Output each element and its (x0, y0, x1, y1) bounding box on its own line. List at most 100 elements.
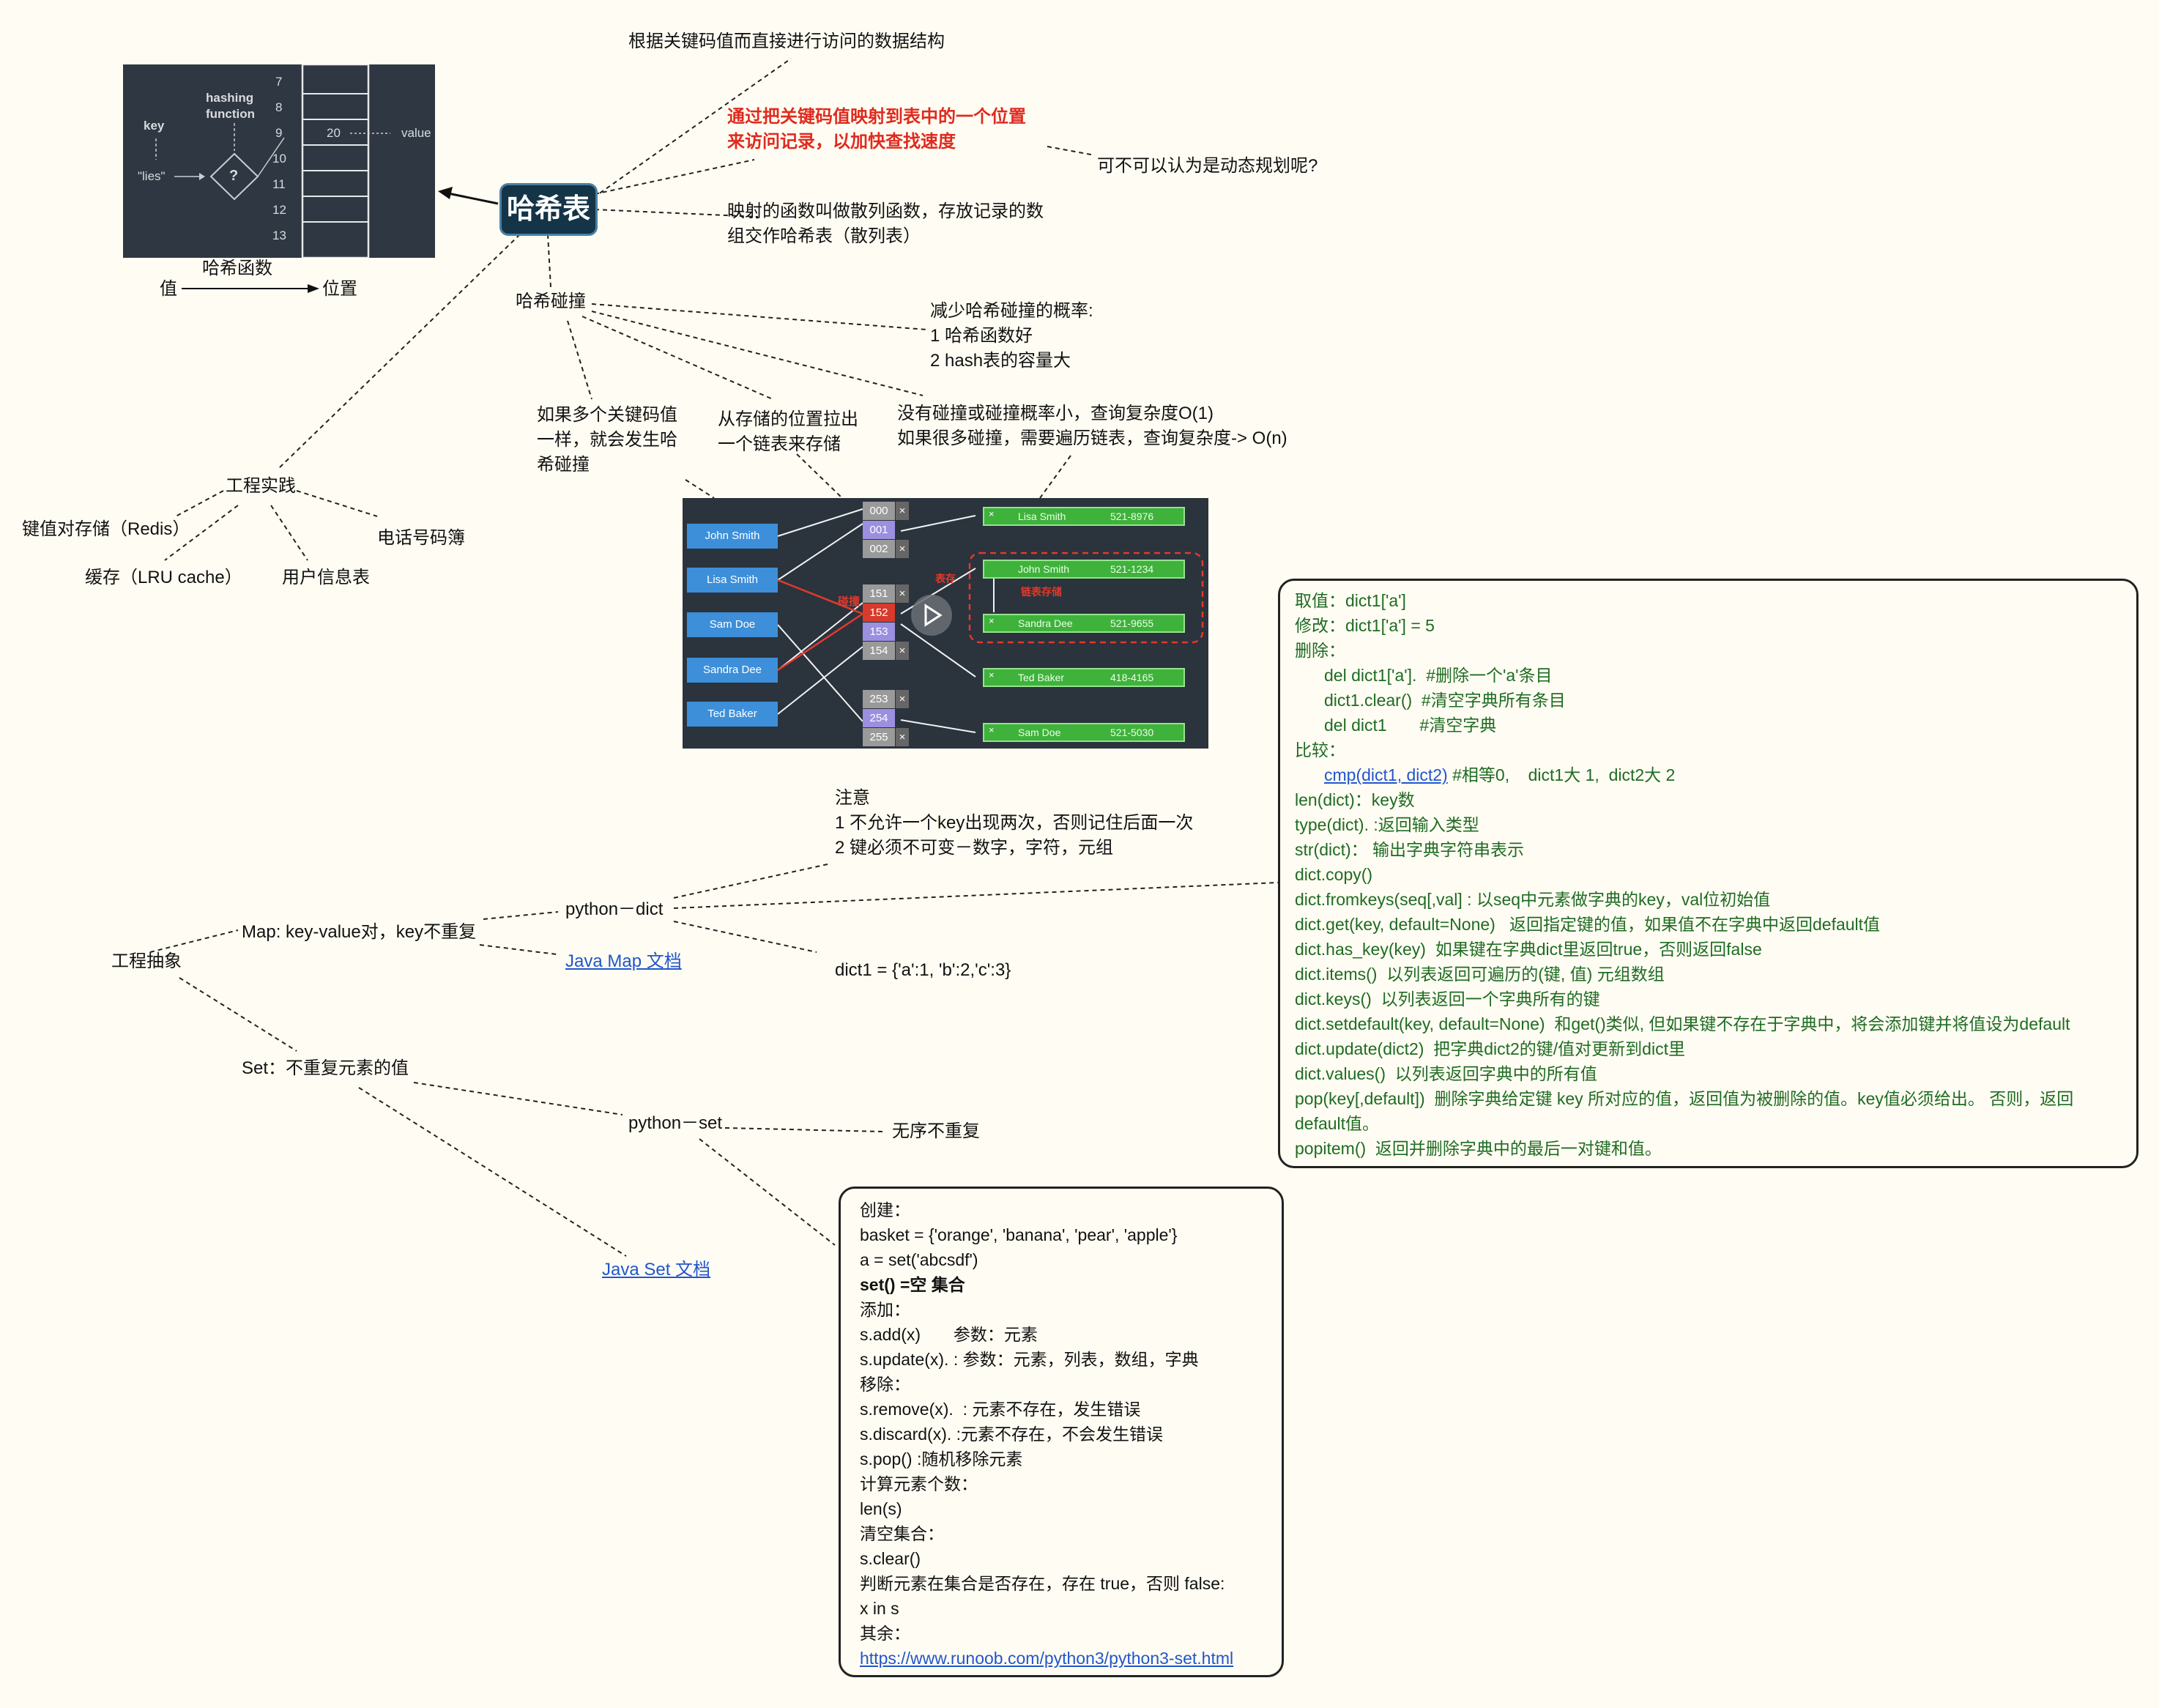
name-key: Sandra Dee (687, 658, 778, 683)
dict-line: dict1.clear() #清空字典所有条目 (1324, 691, 1566, 710)
set-line: 清空集合： (860, 1524, 944, 1543)
bucket: 153 (863, 623, 895, 641)
dict-line: dict.setdefault(key, default=None) 和get(… (1295, 1014, 2070, 1033)
hash-func-text-2: 组交作哈希表（散列表） (727, 226, 921, 246)
caption-from: 值 (160, 279, 177, 299)
stored-value: 20 (327, 126, 341, 140)
chain-entry-phone: 418-4165 (1100, 668, 1185, 687)
chain-entry-phone: 521-5030 (1100, 723, 1185, 742)
entry-x: × (989, 508, 995, 519)
dict-line: dict.fromkeys(seq[,val] : 以seq中元素做字典的key… (1295, 890, 1771, 909)
bucket-x: × (896, 642, 909, 660)
set-line: basket = {'orange', 'banana', 'pear', 'a… (860, 1225, 1178, 1244)
set-line: 计算元素个数： (860, 1474, 978, 1493)
function-label: function (206, 107, 256, 121)
chain-entry-phone: 521-1234 (1100, 560, 1185, 579)
dict-line: popitem() 返回并删除字典中的最后一对键和值。 (1295, 1139, 1662, 1158)
dict-line: dict.copy() (1295, 865, 1373, 884)
bucket-x: × (896, 502, 909, 520)
set-line: len(s) (860, 1499, 902, 1518)
practice-item: 用户信息表 (282, 568, 370, 587)
set-methods-note: 创建： basket = {'orange', 'banana', 'pear'… (839, 1187, 1284, 1677)
map-node: Map: key-value对，key不重复 (242, 922, 477, 942)
bucket: 000 (863, 502, 895, 520)
practice-item: 键值对存储（Redis） (22, 519, 190, 539)
set-line: 其余： (860, 1624, 910, 1643)
set-line: x in s (860, 1599, 899, 1618)
chain-storage-mark: 链表存储 (1021, 586, 1062, 598)
dict-line: dict.update(dict2) 把字典dict2的键/值对更新到dict里 (1295, 1039, 1685, 1058)
function-symbol: ? (229, 168, 239, 184)
key-value: "lies" (138, 169, 166, 183)
hash-function-diagram: key "lies" hashing function ? 7 8 9 10 1… (123, 64, 435, 258)
dict-line: dict.get(key, default=None) 返回指定键的值，如果值不… (1295, 915, 1881, 934)
cmp-link[interactable]: cmp(dict1, dict2) (1324, 765, 1448, 784)
dict-line: 取值：dict1['a'] (1295, 591, 1406, 610)
dict-example: dict1 = {'a':1, 'b':2,'c':3} (835, 960, 1011, 980)
dict-line: dict.values() 以列表返回字典中的所有值 (1295, 1064, 1597, 1083)
dynamic-question: 可不可以认为是动态规划呢? (1097, 156, 1318, 176)
set-line: s.pop() :随机移除元素 (860, 1449, 1023, 1468)
row-index: 13 (272, 229, 286, 242)
bucket-x: × (896, 540, 909, 558)
dict-methods-note: 取值：dict1['a'] 修改：dict1['a'] = 5 删除： del … (1278, 579, 2138, 1168)
chaining-diagram: John Smith Lisa Smith Sam Doe Sandra Dee… (683, 498, 1208, 749)
dict-line: del dict1 #清空字典 (1324, 716, 1497, 735)
set-line: a = set('abcsdf') (860, 1250, 978, 1269)
bucket: 001 (863, 521, 895, 539)
chain-entry-phone: 521-9655 (1100, 614, 1185, 633)
set-line: 判断元素在集合是否存在，存在 true，否则 false: (860, 1574, 1225, 1593)
bucket: 151 (863, 584, 895, 603)
java-map-link[interactable]: Java Map 文档 (565, 951, 682, 971)
key-label: key (144, 119, 165, 133)
python-dict-node: python－dict (565, 899, 664, 919)
python-set-node: python－set (628, 1113, 723, 1133)
bucket-x: × (896, 690, 909, 708)
collision-mark: 碰撞 (838, 595, 861, 608)
bucket: 154 (863, 642, 895, 660)
bucket: 255 (863, 728, 895, 746)
complexity-1: 没有碰撞或碰撞概率小，查询复杂度O(1) (897, 404, 1214, 423)
row-index: 8 (275, 100, 283, 114)
row-index: 11 (272, 177, 286, 191)
dict-notes-3: 2 键必须不可变－数字，字符，元组 (835, 838, 1114, 858)
same-key-3: 希碰撞 (537, 455, 590, 475)
reduce-collision-1: 减少哈希碰撞的概率: (930, 301, 1093, 321)
practice-item: 缓存（LRU cache） (85, 568, 242, 587)
row-index: 12 (272, 203, 286, 217)
set-line: s.clear() (860, 1549, 921, 1568)
unordered-text: 无序不重复 (892, 1121, 980, 1141)
dict-line: 修改：dict1['a'] = 5 (1295, 616, 1435, 635)
row-index: 9 (275, 126, 283, 140)
set-line: 添加： (860, 1300, 910, 1319)
set-line: s.remove(x). : 元素不存在，发生错误 (860, 1400, 1141, 1419)
bucket: 254 (863, 709, 895, 727)
row-index: 10 (272, 152, 286, 166)
abstraction-title[interactable]: 工程抽象 (111, 951, 182, 971)
set-doc-link[interactable]: https://www.runoob.com/python3/python3-s… (860, 1649, 1234, 1668)
dict-notes-1: 注意 (835, 788, 870, 808)
practice-title[interactable]: 工程实践 (226, 476, 296, 496)
entry-x: × (989, 724, 995, 735)
set-line: set() =空 集合 (860, 1275, 965, 1294)
bucket-x: × (896, 728, 909, 746)
set-line: 创建： (860, 1200, 910, 1219)
entry-x: × (989, 615, 995, 626)
reduce-collision-2: 1 哈希函数好 (930, 326, 1033, 346)
java-set-link[interactable]: Java Set 文档 (602, 1260, 711, 1280)
dict-line: del dict1['a']. #删除一个'a'条目 (1324, 666, 1553, 685)
dict-line: 比较： (1295, 740, 1345, 760)
set-line: 移除： (860, 1375, 910, 1394)
practice-item: 电话号码簿 (377, 528, 465, 548)
dict-line: dict.has_key(key) 如果键在字典dict里返回true，否则返回… (1295, 940, 1762, 959)
collision-title[interactable]: 哈希碰撞 (516, 292, 586, 311)
dict-notes-2: 1 不允许一个key出现两次，否则记住后面一次 (835, 813, 1194, 833)
bucket-x: × (896, 584, 909, 603)
bucket: 152 (863, 604, 895, 622)
bucket: 253 (863, 690, 895, 708)
name-key: Sam Doe (687, 612, 778, 637)
caption-to: 位置 (322, 279, 357, 299)
name-key: Ted Baker (687, 702, 778, 727)
central-topic[interactable]: 哈希表 (499, 183, 598, 236)
